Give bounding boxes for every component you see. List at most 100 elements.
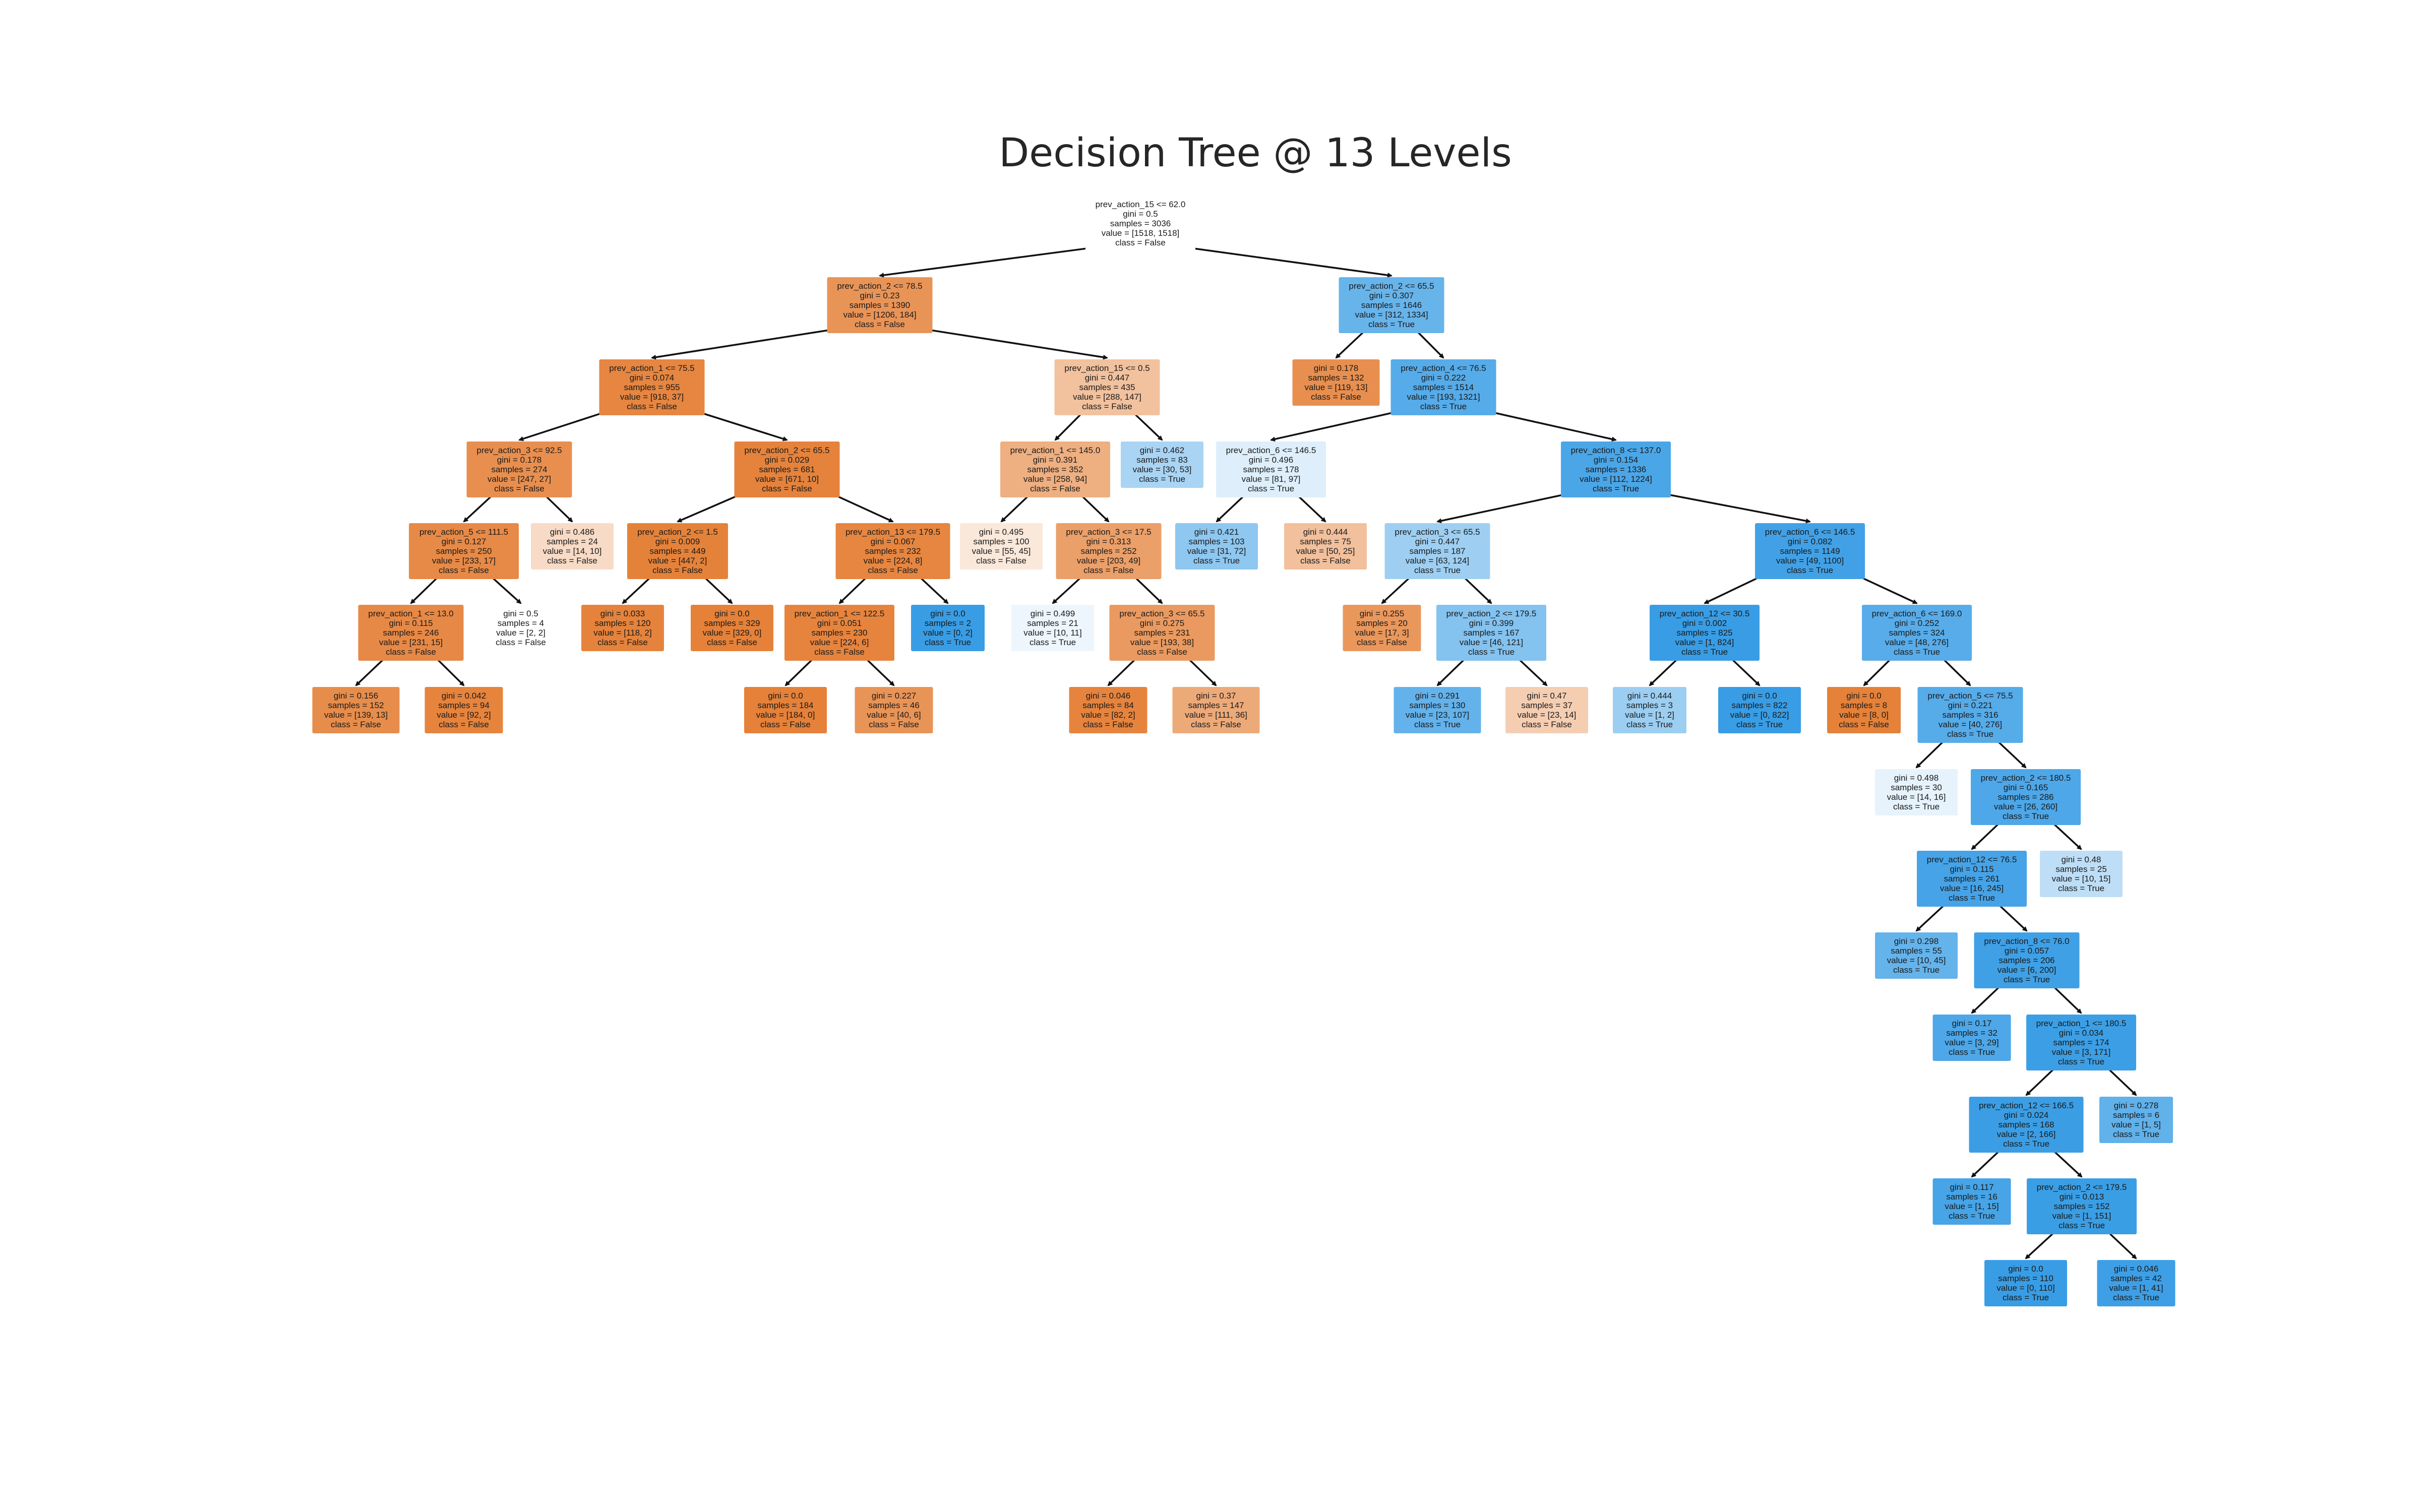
node-text-line: samples = 435 — [1079, 383, 1135, 392]
node-text-line: value = [10, 45] — [1887, 956, 1946, 965]
tree-edge — [1000, 492, 1032, 523]
node-text-line: gini = 0.399 — [1469, 618, 1514, 628]
node-text-line: value = [0, 2] — [923, 628, 973, 638]
node-box — [960, 523, 1043, 570]
node-text-line: value = [329, 0] — [703, 628, 762, 638]
node-text-line: prev_action_2 <= 65.5 — [1349, 281, 1434, 291]
tree-edge — [355, 656, 387, 686]
node-text-line: class = True — [1593, 484, 1639, 493]
node-text-line: value = [8, 0] — [1839, 710, 1889, 720]
node-text-line: samples = 132 — [1308, 373, 1364, 383]
tree-edge — [2050, 1148, 2083, 1178]
node-box — [1984, 1260, 2067, 1306]
node-text-line: prev_action_12 <= 30.5 — [1660, 609, 1750, 618]
node-text-line: gini = 0.034 — [2059, 1028, 2103, 1038]
node-box — [1971, 769, 2081, 825]
node-text-line: value = [918, 37] — [620, 392, 684, 402]
node-text-line: samples = 250 — [436, 546, 492, 556]
node-box — [484, 605, 558, 651]
node-text-line: samples = 1336 — [1586, 465, 1647, 474]
node-text-line: value = [40, 6] — [867, 710, 921, 720]
node-text-line: gini = 0.498 — [1894, 773, 1939, 783]
node-text-line: value = [312, 1334] — [1355, 310, 1428, 320]
node-text-line: class = True — [1139, 474, 1185, 484]
tree-edge — [434, 656, 465, 686]
node-text-line: samples = 94 — [438, 701, 490, 710]
node-text-line: gini = 0.178 — [1314, 363, 1358, 373]
node-text-line: prev_action_6 <= 146.5 — [1226, 446, 1316, 455]
node-text-line: samples = 206 — [1999, 956, 2054, 965]
node-text-line: class = False — [496, 638, 546, 647]
node-text-line: samples = 20 — [1356, 618, 1408, 628]
node-box — [2027, 1178, 2137, 1234]
node-text-line: gini = 0.0 — [714, 609, 749, 618]
node-text-line: value = [31, 72] — [1187, 546, 1246, 556]
node-box — [1292, 359, 1380, 406]
node-text-line: gini = 0.278 — [2114, 1101, 2158, 1110]
tree-edge — [924, 328, 1108, 360]
node-text-line: gini = 0.48 — [2062, 855, 2101, 864]
node-text-line: gini = 0.298 — [1894, 936, 1939, 946]
node-box — [1343, 605, 1421, 651]
tree-edge — [1054, 410, 1084, 441]
node-text-line: gini = 0.082 — [1788, 537, 1832, 546]
node-box — [1505, 687, 1588, 733]
tree-edge — [917, 574, 949, 604]
node-text-line: gini = 0.0 — [1846, 691, 1881, 701]
node-text-line: value = [40, 276] — [1939, 720, 2002, 729]
node-text-line: value = [46, 121] — [1460, 638, 1523, 647]
node-text-line: prev_action_5 <= 75.5 — [1927, 691, 2013, 701]
node-text-line: class = False — [494, 484, 544, 493]
tree-edge — [2105, 1065, 2137, 1096]
node-text-line: gini = 0.033 — [600, 609, 645, 618]
node-text-line: samples = 352 — [1027, 465, 1083, 474]
node-text-line: gini = 0.486 — [550, 527, 594, 537]
node-text-line: value = [23, 107] — [1406, 710, 1469, 720]
node-text-line: samples = 75 — [1300, 537, 1351, 546]
node-text-line: samples = 1514 — [1413, 383, 1474, 392]
node-text-line: class = True — [1030, 638, 1076, 647]
node-text-line: class = True — [1736, 720, 1783, 729]
node-text-line: gini = 0.024 — [2004, 1110, 2048, 1120]
nodes-layer: prev_action_15 <= 62.0 gini = 0.5samples … — [312, 196, 2175, 1306]
node-text-line: gini = 0.067 — [871, 537, 915, 546]
node-box — [911, 605, 985, 651]
node-text-line: value = [16, 245] — [1940, 884, 2004, 893]
node-text-line: value = [139, 13] — [324, 710, 388, 720]
node-text-line: class = False — [1300, 556, 1351, 565]
node-text-line: samples = 167 — [1463, 628, 1519, 638]
node-text-line: class = True — [1949, 1047, 1995, 1057]
node-text-line: value = [3, 171] — [2052, 1047, 2111, 1057]
node-text-line: prev_action_15 <= 62.0 — [1096, 200, 1186, 209]
node-text-line: samples = 232 — [865, 546, 921, 556]
node-text-line: samples = 825 — [1676, 628, 1732, 638]
node-box — [744, 687, 827, 733]
node-text-line: class = True — [1414, 565, 1461, 575]
node-box — [1011, 605, 1094, 651]
tree-edge — [1649, 656, 1681, 686]
node-text-line: class = False — [814, 647, 865, 657]
node-text-line: class = True — [1893, 965, 1940, 975]
node-text-line: class = False — [1357, 638, 1407, 647]
node-box — [835, 523, 950, 579]
node-text-line: samples = 110 — [1998, 1274, 2053, 1283]
node-box — [1613, 687, 1686, 733]
tree-edge — [1940, 656, 1971, 686]
node-text-line: value = [1, 2] — [1625, 710, 1674, 720]
node-text-line: value = [224, 8] — [864, 556, 923, 565]
tree-edge — [651, 328, 836, 360]
node-text-line: gini = 0.499 — [1031, 609, 1075, 618]
node-box — [1932, 1178, 2011, 1225]
node-text-line: samples = 32 — [1946, 1028, 1998, 1038]
node-text-line: class = False — [1137, 647, 1187, 657]
node-text-line: prev_action_2 <= 180.5 — [1981, 773, 2071, 783]
tree-edge — [1436, 492, 1570, 524]
